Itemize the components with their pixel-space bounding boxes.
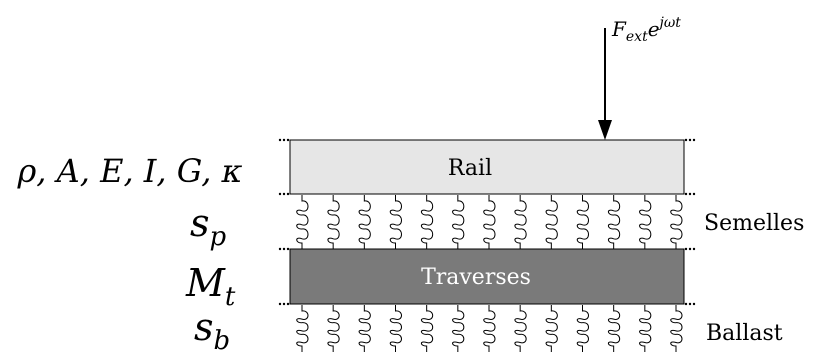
rail-layer: Rail <box>289 139 685 195</box>
pad-spring-3 <box>358 195 371 249</box>
force-label: Fextejωt <box>611 15 681 45</box>
external-force: Fextejωt <box>598 15 681 140</box>
rail-beam <box>289 139 685 195</box>
ballast-spring-13 <box>670 305 683 352</box>
rail-label: Rail <box>448 156 492 181</box>
pad-spring-8 <box>514 195 527 249</box>
pad-spring-2 <box>327 195 340 249</box>
ballast-spring-8 <box>514 305 527 352</box>
force-label-exp-base: e <box>648 17 660 41</box>
dots-sleeper-bottom <box>278 302 696 306</box>
pad-spring-7 <box>483 195 496 249</box>
rail-params-label: ρ, A, E, I, G, κ <box>16 152 242 190</box>
pad-spring-9 <box>545 195 558 249</box>
pad-spring-10 <box>576 195 589 249</box>
dots-rail-bottom <box>278 192 696 196</box>
force-label-sub: ext <box>626 29 648 45</box>
dots-sleeper-top <box>278 247 696 251</box>
pads-label: Semelles <box>704 211 804 236</box>
ballast-label: Ballast <box>706 321 783 346</box>
sleepers-layer: Traverses <box>289 248 685 305</box>
force-arrow-head <box>598 120 612 140</box>
ballast-spring-1 <box>296 305 309 352</box>
pad-spring-1 <box>296 195 309 249</box>
ballast-spring-3 <box>358 305 371 352</box>
ballast-stiffness-symbol: sb <box>194 305 230 354</box>
ballast-spring-12 <box>639 305 652 352</box>
ballast-spring-5 <box>420 305 434 352</box>
ballast-spring-7 <box>483 305 496 352</box>
pad-spring-4 <box>389 195 402 249</box>
ballast-spring-6 <box>452 305 465 352</box>
sleepers-block <box>289 248 685 305</box>
sleeper-mass-symbol: Mt <box>185 261 236 312</box>
sleepers-label: Traverses <box>421 265 531 290</box>
ballast-spring-11 <box>607 305 621 352</box>
ballast-spring-2 <box>327 305 340 352</box>
ballast-spring-10 <box>576 305 589 352</box>
continuation-dots <box>278 138 696 306</box>
ballast-springs <box>296 305 683 352</box>
ballast-spring-4 <box>389 305 402 352</box>
pad-spring-13 <box>670 195 683 249</box>
pad-spring-6 <box>452 195 465 249</box>
dots-rail-top <box>278 138 696 142</box>
pad-springs <box>296 195 683 249</box>
pad-spring-11 <box>607 195 621 249</box>
pad-spring-5 <box>420 195 434 249</box>
pad-stiffness-symbol: sp <box>190 201 227 252</box>
force-label-base: F <box>611 17 627 41</box>
force-label-exp-sup: jωt <box>657 15 682 31</box>
ballast-spring-9 <box>545 305 558 352</box>
pad-spring-12 <box>639 195 652 249</box>
